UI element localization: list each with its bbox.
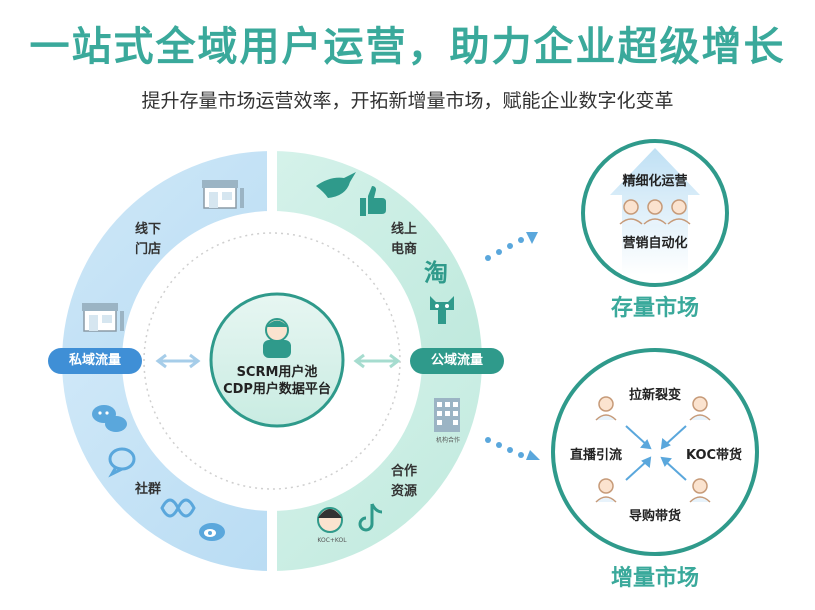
thumbs-up-icon <box>360 186 386 216</box>
tmall-cat-icon <box>430 296 454 324</box>
center-text-line2: CDP用户数据平台 <box>223 382 331 397</box>
online-ecommerce-label-line1: 线上 <box>390 222 417 237</box>
converging-arrows-icon <box>625 425 687 481</box>
dotted-arrow-to-growth <box>485 437 540 460</box>
offline-store-label: 线下 门店 <box>128 220 168 260</box>
org-cooperation-label: 机构合作 <box>435 437 460 444</box>
taobao-icon: 淘 <box>424 259 448 287</box>
weibo-icon <box>199 523 225 541</box>
stock-bottom-label: 营销自动化 <box>622 236 688 251</box>
wechat-icon <box>92 405 127 432</box>
growth-market-title: 增量市场 <box>610 566 699 591</box>
customer-avatars-icon <box>595 396 711 503</box>
stock-top-label: 精细化运营 <box>622 174 688 189</box>
left-double-arrow-icon <box>155 353 201 369</box>
offline-store-label-line2: 门店 <box>134 242 161 257</box>
right-double-arrow-icon <box>353 353 401 369</box>
segment-online-ecommerce <box>272 151 482 361</box>
page-title: 一站式全域用户运营，助力企业超级增长 <box>29 24 786 70</box>
staff-avatars-icon <box>619 199 691 225</box>
influencer-avatar-icon <box>317 507 343 533</box>
cooperation-resource-label-line2: 资源 <box>390 484 417 499</box>
stock-market-title: 存量市场 <box>610 296 699 321</box>
center-text: SCRM用户池 CDP用户数据平台 <box>212 364 342 398</box>
offline-store-label-line1: 线下 <box>134 222 161 237</box>
public-traffic-pill: 公域流量 <box>410 348 504 374</box>
center-circle <box>209 292 345 428</box>
office-building-icon <box>434 398 460 432</box>
chat-bubble-icon <box>108 447 136 478</box>
cooperation-resource-label: 合作 资源 <box>384 462 424 502</box>
page-subtitle: 提升存量市场运营效率，开拓新增量市场，赋能企业数字化变革 <box>141 90 674 112</box>
growth-top-label: 拉新裂变 <box>628 388 681 403</box>
infinity-icon <box>160 498 196 518</box>
bird-icon <box>316 172 356 198</box>
community-label: 社群 <box>134 482 161 497</box>
center-text-line1: SCRM用户池 <box>236 365 318 380</box>
koc-kol-label: KOC+KOL <box>317 537 347 544</box>
dotted-arrow-to-stock <box>485 232 538 261</box>
user-avatar-icon <box>263 318 291 358</box>
growth-right-label: KOC带货 <box>685 448 743 463</box>
online-ecommerce-label: 线上 电商 <box>384 220 424 260</box>
growth-bottom-label: 导购带货 <box>628 509 681 524</box>
online-ecommerce-label-line2: 电商 <box>390 242 417 257</box>
private-traffic-pill: 私域流量 <box>48 348 142 374</box>
store-icon <box>82 303 124 332</box>
tiktok-icon <box>358 503 383 532</box>
cooperation-resource-label-line1: 合作 <box>390 464 417 479</box>
store-icon <box>202 180 244 209</box>
growth-left-label: 直播引流 <box>569 448 622 463</box>
